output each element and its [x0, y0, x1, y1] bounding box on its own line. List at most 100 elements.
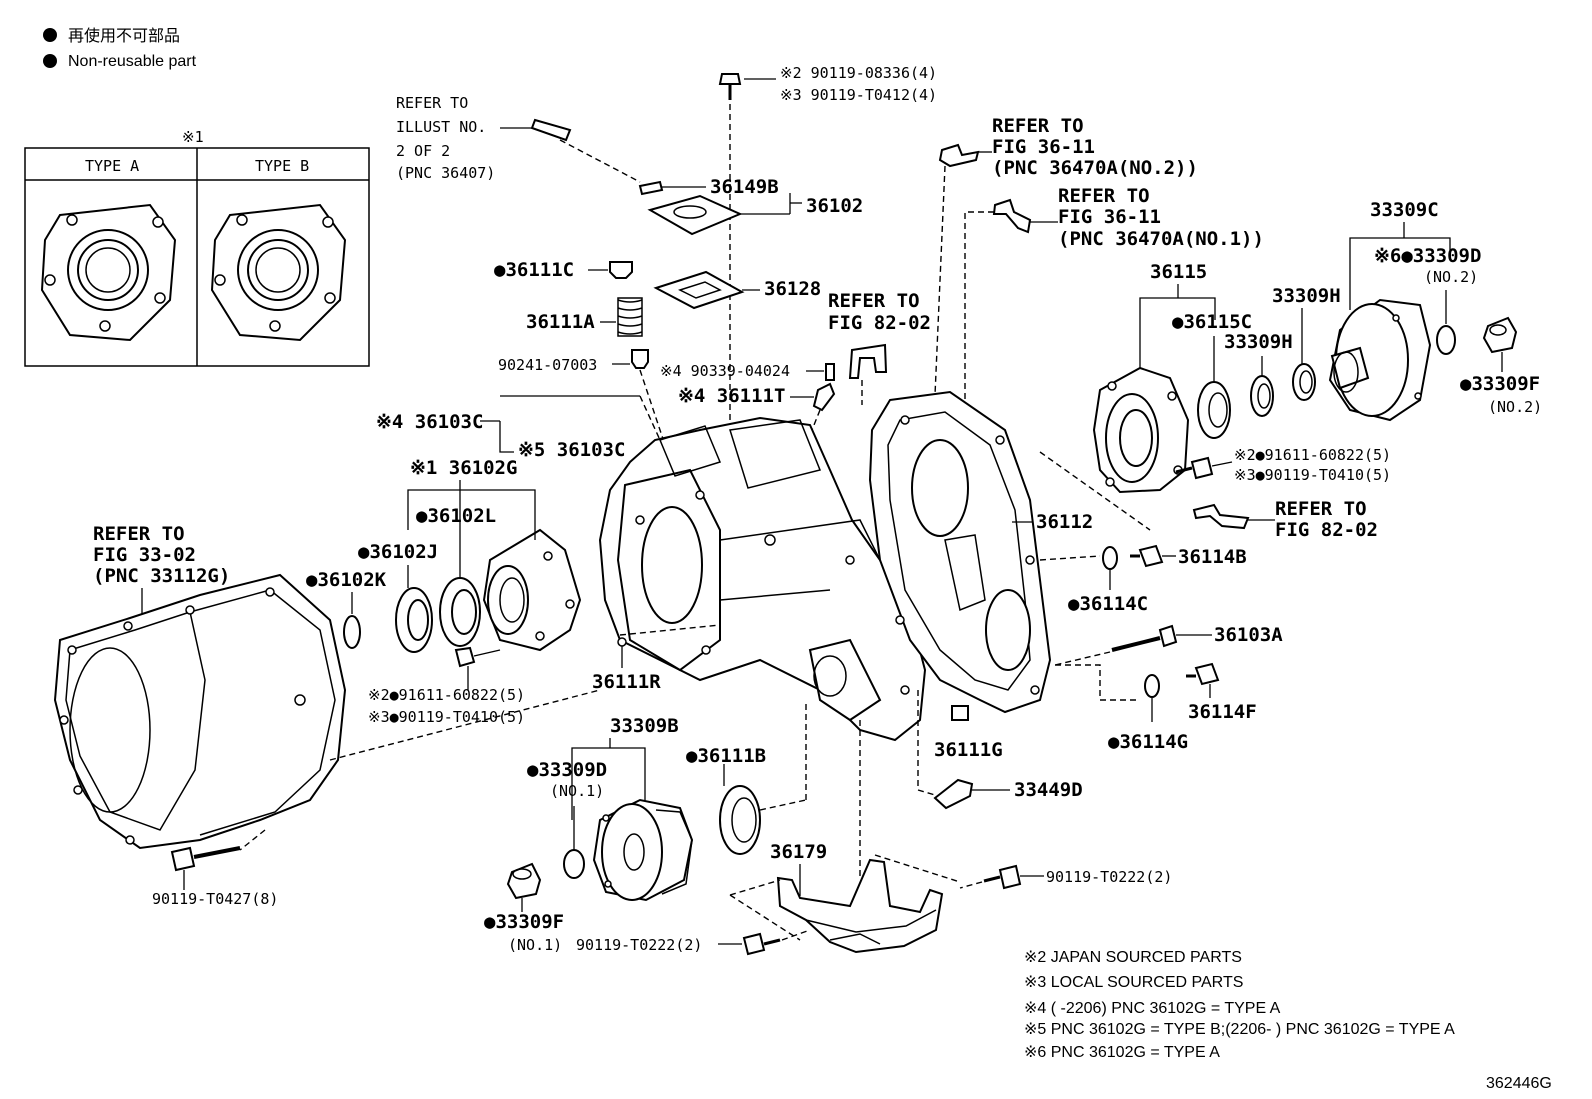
label-36111B: ●36111B — [686, 745, 766, 767]
type-a-retainer-drawing — [40, 203, 177, 342]
note-4: ※4 ( -2206) PNC 36102G = TYPE A — [1024, 1000, 1281, 1017]
refer-fig-82-02-top: REFER TO FIG 82-02 — [828, 290, 931, 405]
bracket-33449D — [917, 690, 1010, 810]
svg-text:REFER TO: REFER TO — [828, 290, 920, 312]
label-36114C: ●36114C — [1068, 593, 1148, 615]
label-33309H-b: 33309H — [1272, 285, 1341, 307]
svg-text:REFER TO: REFER TO — [93, 523, 185, 545]
transfer-case-front — [598, 416, 927, 742]
label-33309H-a: 33309H — [1224, 331, 1293, 353]
label-36111R: 36111R — [592, 671, 661, 693]
drawing-number: 362446G — [1486, 1075, 1552, 1092]
guard-36179: 36179 90119-T0222(2) 90119-T0222(2) — [576, 720, 1172, 956]
label-36102G: ※1 36102G — [410, 457, 517, 479]
transfer-case-rear — [868, 390, 1052, 714]
svg-text:REFER TO: REFER TO — [992, 115, 1084, 137]
svg-text:FIG 36-11: FIG 36-11 — [1058, 206, 1161, 228]
refer-fig-33-02: REFER TO FIG 33-02 (PNC 33112G) — [93, 523, 230, 630]
top-cover-group: ※2 90119-08336(4) ※3 90119-T0412(4) 3614… — [494, 64, 937, 446]
label-36103C-5: ※5 36103C — [518, 439, 625, 461]
label-36114B: 36114B — [1178, 546, 1247, 568]
svg-text:ILLUST NO.: ILLUST NO. — [396, 118, 486, 136]
label-36111C: ●36111C — [494, 259, 574, 281]
svg-text:FIG 82-02: FIG 82-02 — [1275, 519, 1378, 541]
legend-en: Non-reusable part — [68, 53, 197, 70]
type-box-mark: ※1 — [182, 128, 204, 146]
bolt-90119-T0427 — [170, 846, 241, 890]
label-33309C: 33309C — [1370, 199, 1439, 221]
label-90241-07003: 90241-07003 — [498, 356, 597, 374]
svg-text:FIG 36-11: FIG 36-11 — [992, 136, 1095, 158]
label-36111A: 36111A — [526, 311, 595, 333]
note-2: ※2 JAPAN SOURCED PARTS — [1024, 949, 1242, 966]
label-91611-right: ※2●91611-60822(5) — [1234, 446, 1391, 464]
footnotes: ※2 JAPAN SOURCED PARTS ※3 LOCAL SOURCED … — [1024, 949, 1455, 1061]
label-no2-b: (NO.2) — [1488, 398, 1542, 416]
type-b-retainer-drawing — [210, 203, 347, 342]
svg-text:REFER TO: REFER TO — [396, 94, 468, 112]
companion-flange-33309B-group: 33309B ●33309D (NO.1) ●36111B ●33309F (N… — [484, 700, 807, 954]
label-36115: 36115 — [1150, 261, 1207, 283]
type-a-label: TYPE A — [85, 157, 139, 175]
oring-36102K — [343, 615, 361, 649]
label-90339-04024: ※4 90339-04024 — [660, 362, 790, 380]
label-36103C-4: ※4 36103C — [376, 411, 483, 433]
label-36128: 36128 — [764, 278, 821, 300]
transmission-case-33112G — [53, 573, 601, 851]
legend-jp: 再使用不可部品 — [68, 27, 180, 45]
spring-36111A — [617, 297, 643, 337]
label-36102K: ●36102K — [306, 569, 387, 591]
dowel-36111G — [951, 705, 969, 721]
label-90119-T0222-right: 90119-T0222(2) — [1046, 868, 1172, 886]
label-36102: 36102 — [806, 195, 863, 217]
refer-fig-36-11-no2: REFER TO FIG 36-11 (PNC 36470A(NO.2)) — [934, 115, 1198, 396]
svg-text:REFER TO: REFER TO — [1275, 498, 1367, 520]
label-33309F-no2: ●33309F — [1460, 373, 1540, 395]
label-33449D: 33449D — [1014, 779, 1083, 801]
svg-text:FIG 33-02: FIG 33-02 — [93, 544, 196, 566]
right-small-parts: 36114B ●36114C 36103A 36114F ●36114G — [1039, 544, 1283, 753]
refer-illust-2of2: REFER TO ILLUST NO. 2 OF 2 (PNC 36407) — [396, 94, 641, 183]
label-36112: 36112 — [1036, 511, 1093, 533]
label-33309F-no1: ●33309F — [484, 911, 564, 933]
refer-fig-36-11-no1: REFER TO FIG 36-11 (PNC 36470A(NO.1)) — [964, 185, 1264, 415]
label-90119-T0410-left: ※3●90119-T0410(5) — [368, 708, 525, 726]
label-36114F: 36114F — [1188, 701, 1257, 723]
note-5: ※5 PNC 36102G = TYPE B;(2206- ) PNC 3610… — [1024, 1021, 1455, 1038]
label-90119-T0222-bottom: 90119-T0222(2) — [576, 936, 702, 954]
label-36102J: ●36102J — [358, 541, 438, 563]
svg-text:(PNC 36470A(NO.2)): (PNC 36470A(NO.2)) — [992, 157, 1198, 179]
label-36179: 36179 — [770, 841, 827, 863]
seal-36111B — [719, 785, 761, 855]
pin-group: ※4 90339-04024 ※4 36111T — [660, 362, 836, 461]
label-36149B: 36149B — [710, 176, 779, 198]
type-b-label: TYPE B — [255, 157, 309, 175]
seal-36115C — [1197, 381, 1231, 439]
type-box: ※1 TYPE A TYPE B — [24, 128, 370, 367]
svg-text:2 OF 2: 2 OF 2 — [396, 142, 450, 160]
label-36103A: 36103A — [1214, 624, 1283, 646]
retainer-36102G-group: ※1 36102G ●36102L ●36102J ●36102K ※2●916… — [306, 457, 582, 726]
label-no1-b: (NO.1) — [508, 936, 562, 954]
label-no2-a: (NO.2) — [1424, 268, 1478, 286]
label-36114G: ●36114G — [1108, 731, 1188, 753]
flange-33309C-group: 33309C ※6●33309D (NO.2) ●33309F (NO.2) — [1328, 199, 1542, 422]
label-91611-left: ※2●91611-60822(5) — [368, 686, 525, 704]
label-36103C-group: ※4 36103C ※5 36103C — [376, 395, 661, 461]
label-36111G: 36111G — [934, 739, 1003, 761]
note-3: ※3 LOCAL SOURCED PARTS — [1024, 974, 1243, 991]
bolt-top-label-2: ※2 90119-08336(4) — [780, 64, 937, 82]
label-33309D-no2: ※6●33309D — [1374, 245, 1481, 267]
label-36115C: ●36115C — [1172, 311, 1252, 333]
svg-text:(PNC 36470A(NO.1)): (PNC 36470A(NO.1)) — [1058, 228, 1264, 250]
label-90119-T0410-right: ※3●90119-T0410(5) — [1234, 466, 1391, 484]
label-90119-T0427: 90119-T0427(8) — [152, 890, 278, 908]
note-6: ※6 PNC 36102G = TYPE A — [1024, 1044, 1220, 1061]
svg-text:REFER TO: REFER TO — [1058, 185, 1150, 207]
label-33309D-no1: ●33309D — [527, 759, 607, 781]
label-36111T: ※4 36111T — [678, 385, 785, 407]
refer-fig-82-02-right: REFER TO FIG 82-02 — [1192, 498, 1378, 541]
label-no1-a: (NO.1) — [550, 782, 604, 800]
svg-text:(PNC 36407): (PNC 36407) — [396, 164, 495, 182]
